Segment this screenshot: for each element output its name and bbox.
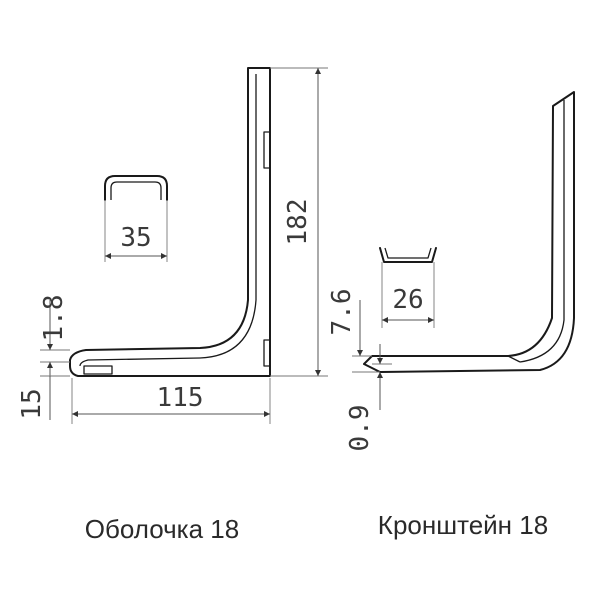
dim-offset-15: 15: [17, 388, 47, 419]
bracket-section: [379, 247, 437, 263]
casing-tab-upper: [263, 131, 271, 169]
casing-foot: [83, 365, 113, 375]
bracket-part: 26 7.6 0.9 Кронштейн 18: [327, 91, 575, 540]
dim-width-35: 35: [120, 223, 151, 253]
dim-length-115: 115: [157, 383, 204, 413]
bracket-caption: Кронштейн 18: [378, 510, 548, 540]
casing-section-inner: [110, 181, 162, 200]
casing-caption: Оболочка 18: [85, 514, 239, 544]
bracket-bend-mark: [507, 355, 521, 363]
casing-part: 35 182 115 1.8 15 Оболочка 18: [17, 67, 328, 544]
casing-inner-line: [79, 74, 257, 367]
bracket-inner-line: [519, 100, 565, 363]
dim-thickness-0-9: 0.9: [345, 405, 375, 452]
casing-outline: [69, 67, 271, 377]
bracket-outline: [363, 91, 575, 373]
casing-section: [104, 175, 168, 201]
dim-thickness-1-8: 1.8: [39, 295, 69, 342]
casing-tab-lower: [263, 339, 271, 367]
dim-height-7-6: 7.6: [327, 289, 357, 336]
dim-height-182: 182: [283, 199, 313, 246]
dim-width-26: 26: [392, 285, 423, 315]
bracket-section-inner: [384, 247, 432, 259]
